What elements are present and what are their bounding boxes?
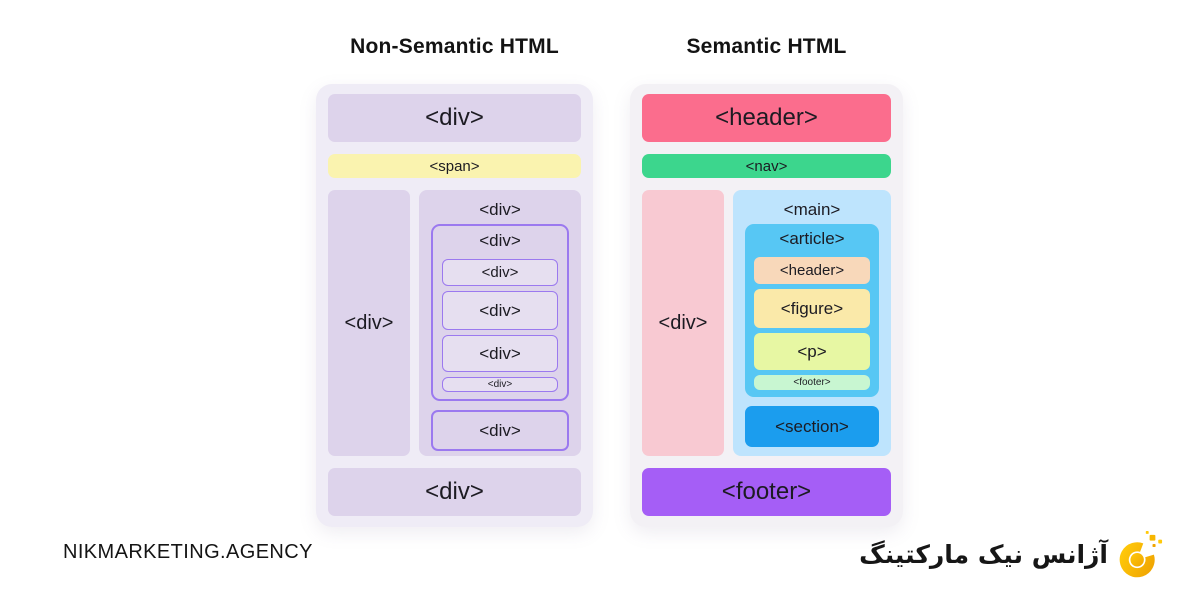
sem-header-bar: <header>: [642, 94, 891, 142]
ns-right-div-block: <div> <div> <div> <div> <div> <div> <div…: [419, 190, 581, 456]
sem-side-div-block: <div>: [642, 190, 724, 456]
ns-inner-div-3: <div>: [442, 335, 558, 372]
ns-top-div-bar: <div>: [328, 94, 581, 142]
ns-right-div-label: <div>: [479, 199, 521, 219]
ns-bottom-div-bar: <div>: [328, 468, 581, 516]
semantic-panel: <header> <nav> <div> <main> <article> <h…: [630, 84, 903, 527]
sem-middle-row: <div> <main> <article> <header> <figure>…: [642, 190, 891, 456]
sem-nav-bar: <nav>: [642, 154, 891, 178]
ns-span-bar: <span>: [328, 154, 581, 178]
ns-nested-div-box: <div> <div> <div> <div> <div>: [431, 224, 569, 401]
sem-inner-figure: <figure>: [754, 289, 870, 328]
non-semantic-panel: <div> <span> <div> <div> <div> <div> <di…: [316, 84, 593, 527]
sem-inner-p: <p>: [754, 333, 870, 370]
ns-inner-div-4: <div>: [442, 377, 558, 392]
sem-main-block: <main> <article> <header> <figure> <p> <…: [733, 190, 891, 456]
ns-middle-row: <div> <div> <div> <div> <div> <div> <div…: [328, 190, 581, 456]
ns-side-div-block: <div>: [328, 190, 410, 456]
sem-article-box: <article> <header> <figure> <p> <footer>: [745, 224, 879, 397]
sem-section-box: <section>: [745, 406, 879, 447]
sem-inner-footer: <footer>: [754, 375, 870, 390]
agency-name-farsi: آژانس نیک مارکتینگ: [859, 539, 1108, 569]
sem-inner-header: <header>: [754, 257, 870, 284]
ns-inner-div-2: <div>: [442, 291, 558, 330]
agency-branding: آژانس نیک مارکتینگ: [859, 528, 1164, 580]
ns-nested-div-label: <div>: [479, 230, 521, 250]
nikmarketing-logo-icon: [1119, 531, 1163, 578]
semantic-title: Semantic HTML: [686, 35, 847, 58]
sem-footer-bar: <footer>: [642, 468, 891, 516]
sem-main-label: <main>: [783, 199, 841, 219]
ns-bottom-div-box: <div>: [431, 410, 569, 451]
non-semantic-title: Non-Semantic HTML: [350, 35, 559, 58]
ns-inner-div-1: <div>: [442, 259, 558, 286]
site-url-text: NIKMARKETING.AGENCY: [63, 541, 313, 563]
sem-article-label: <article>: [779, 228, 845, 248]
